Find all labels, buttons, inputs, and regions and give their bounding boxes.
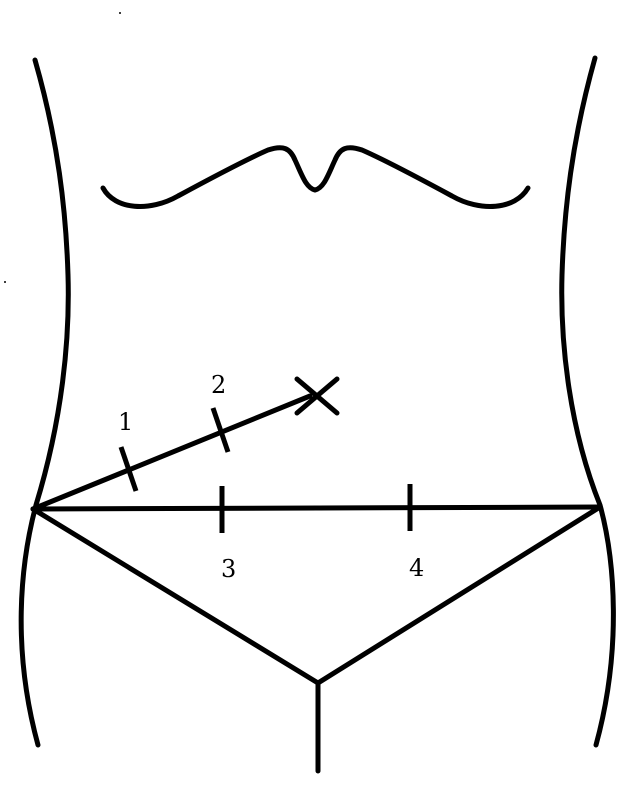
label-3: 3 [221,555,236,583]
target-x-mark [294,376,340,416]
speck-dot [119,12,121,14]
incision-line [30,393,313,512]
label-1: 1 [118,408,133,436]
right-torso-contour [559,55,616,748]
left-torso-contour [18,57,71,748]
interspinous-line [30,504,603,512]
label-2: 2 [211,371,226,399]
speck-dot [4,281,6,283]
tick-mark-2 [210,407,231,453]
inguinal-v-lines [30,504,603,686]
label-4: 4 [409,554,424,582]
tick-mark-1 [118,446,139,492]
costal-margin [100,145,531,209]
